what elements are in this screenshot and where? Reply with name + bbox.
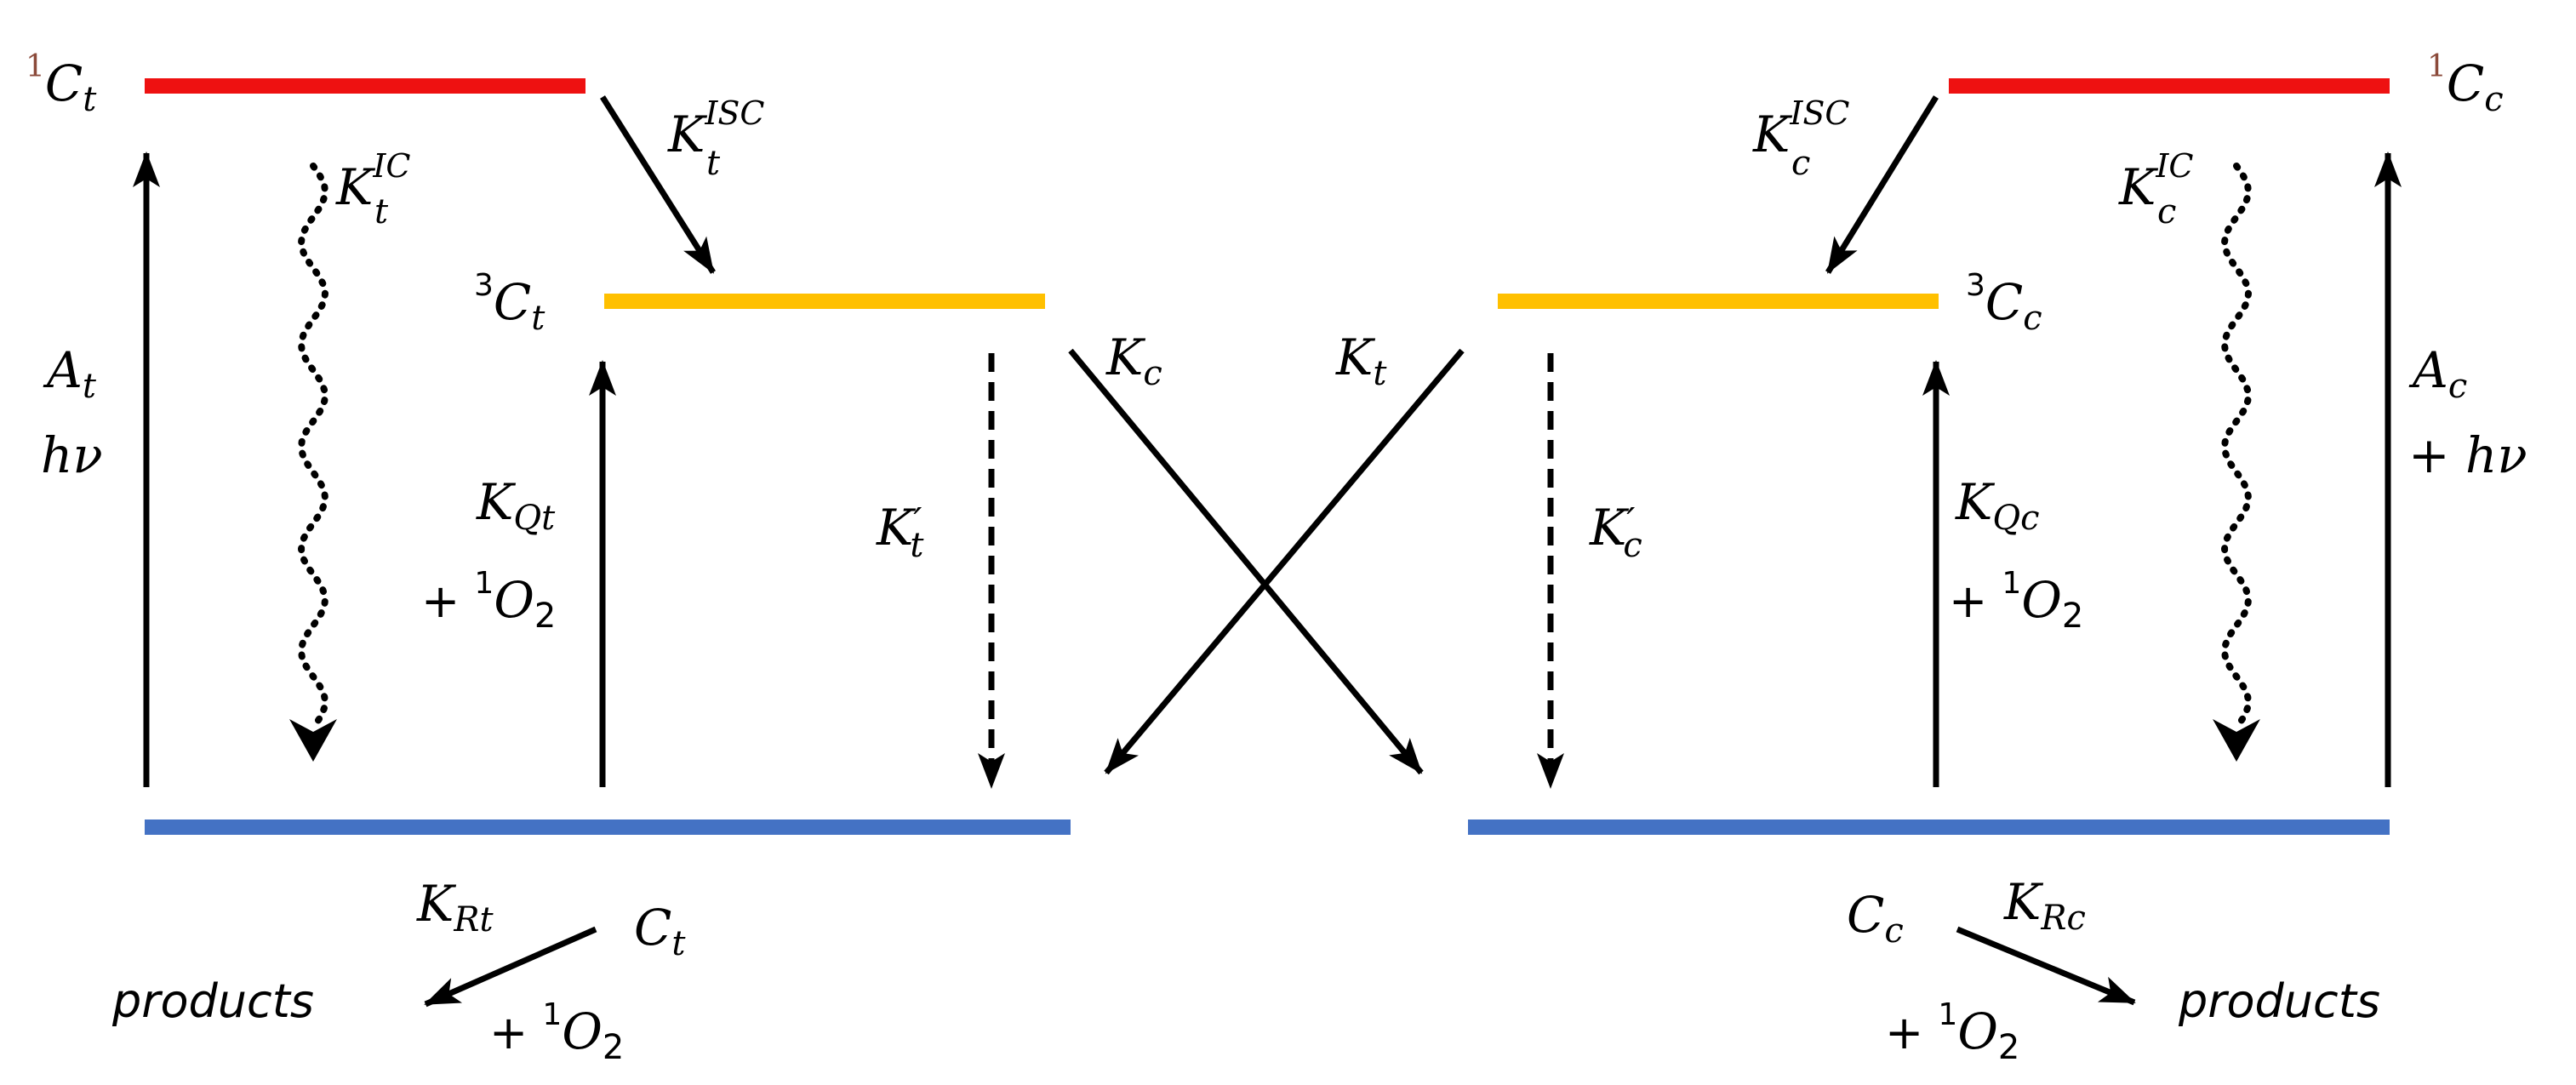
ic-wavy-arrow-cis [2220,163,2253,726]
label-k-qt: KQt [476,473,556,538]
label-o2-cis-react: + 1O2 [1885,997,2019,1067]
label-a-cis: Ac [2408,341,2467,406]
label-o2-trans-react: + 1O2 [489,997,624,1067]
label-products-left: products [111,974,314,1028]
label-singlet-cis: 1Cc [2427,49,2504,119]
label-o2-trans-quench: + 1O2 [421,566,556,636]
ic-arrowhead-trans [289,719,337,762]
label-singlet-trans: 1Ct [26,49,97,119]
isc-arrow-trans [600,95,716,274]
label-k-rt: KRt [416,875,494,939]
label-k-prime-cis: K′c [1589,499,1642,565]
label-k-ic-cis: KIC [2118,147,2193,216]
label-triplet-trans: 3Ct [474,268,545,338]
label-a-trans: At [43,341,97,406]
label-hv-cis: + hν [2408,426,2527,484]
label-k-ic-trans: KIC [335,147,410,216]
label-o2-cis-quench: + 1O2 [1949,566,2083,636]
label-k-ic-cis-sub: c [2157,192,2176,231]
reaction-arrow-cis [1956,926,2136,1006]
label-ground-cis: Cc [1847,886,1904,951]
label-k-ic-trans-sub: t [374,192,389,231]
label-k-isc-trans: KISC [667,94,764,163]
label-k-prime-trans: K′t [876,499,924,565]
label-k-cross-t: Kt [1335,328,1387,393]
label-products-right: products [2178,974,2380,1028]
label-ground-trans: Ct [634,899,686,963]
label-k-isc-trans-sub: t [706,144,721,183]
label-triplet-cis: 3Cc [1966,268,2042,338]
label-k-rc: KRc [2003,873,2086,938]
label-hv-trans: hν [41,426,103,484]
ic-wavy-arrow-trans [297,163,329,726]
label-k-isc-cis: KISC [1752,94,1849,163]
ic-arrowhead-cis [2213,719,2260,762]
isc-arrow-cis [1825,95,1939,274]
reaction-arrow-trans [424,926,597,1008]
label-k-cross-c: Kc [1105,328,1162,393]
label-k-qc: KQc [1955,473,2040,538]
cross-arrow-kc [1068,348,1424,775]
label-k-isc-cis-sub: c [1791,144,1810,183]
cross-arrow-kt [1104,348,1465,775]
